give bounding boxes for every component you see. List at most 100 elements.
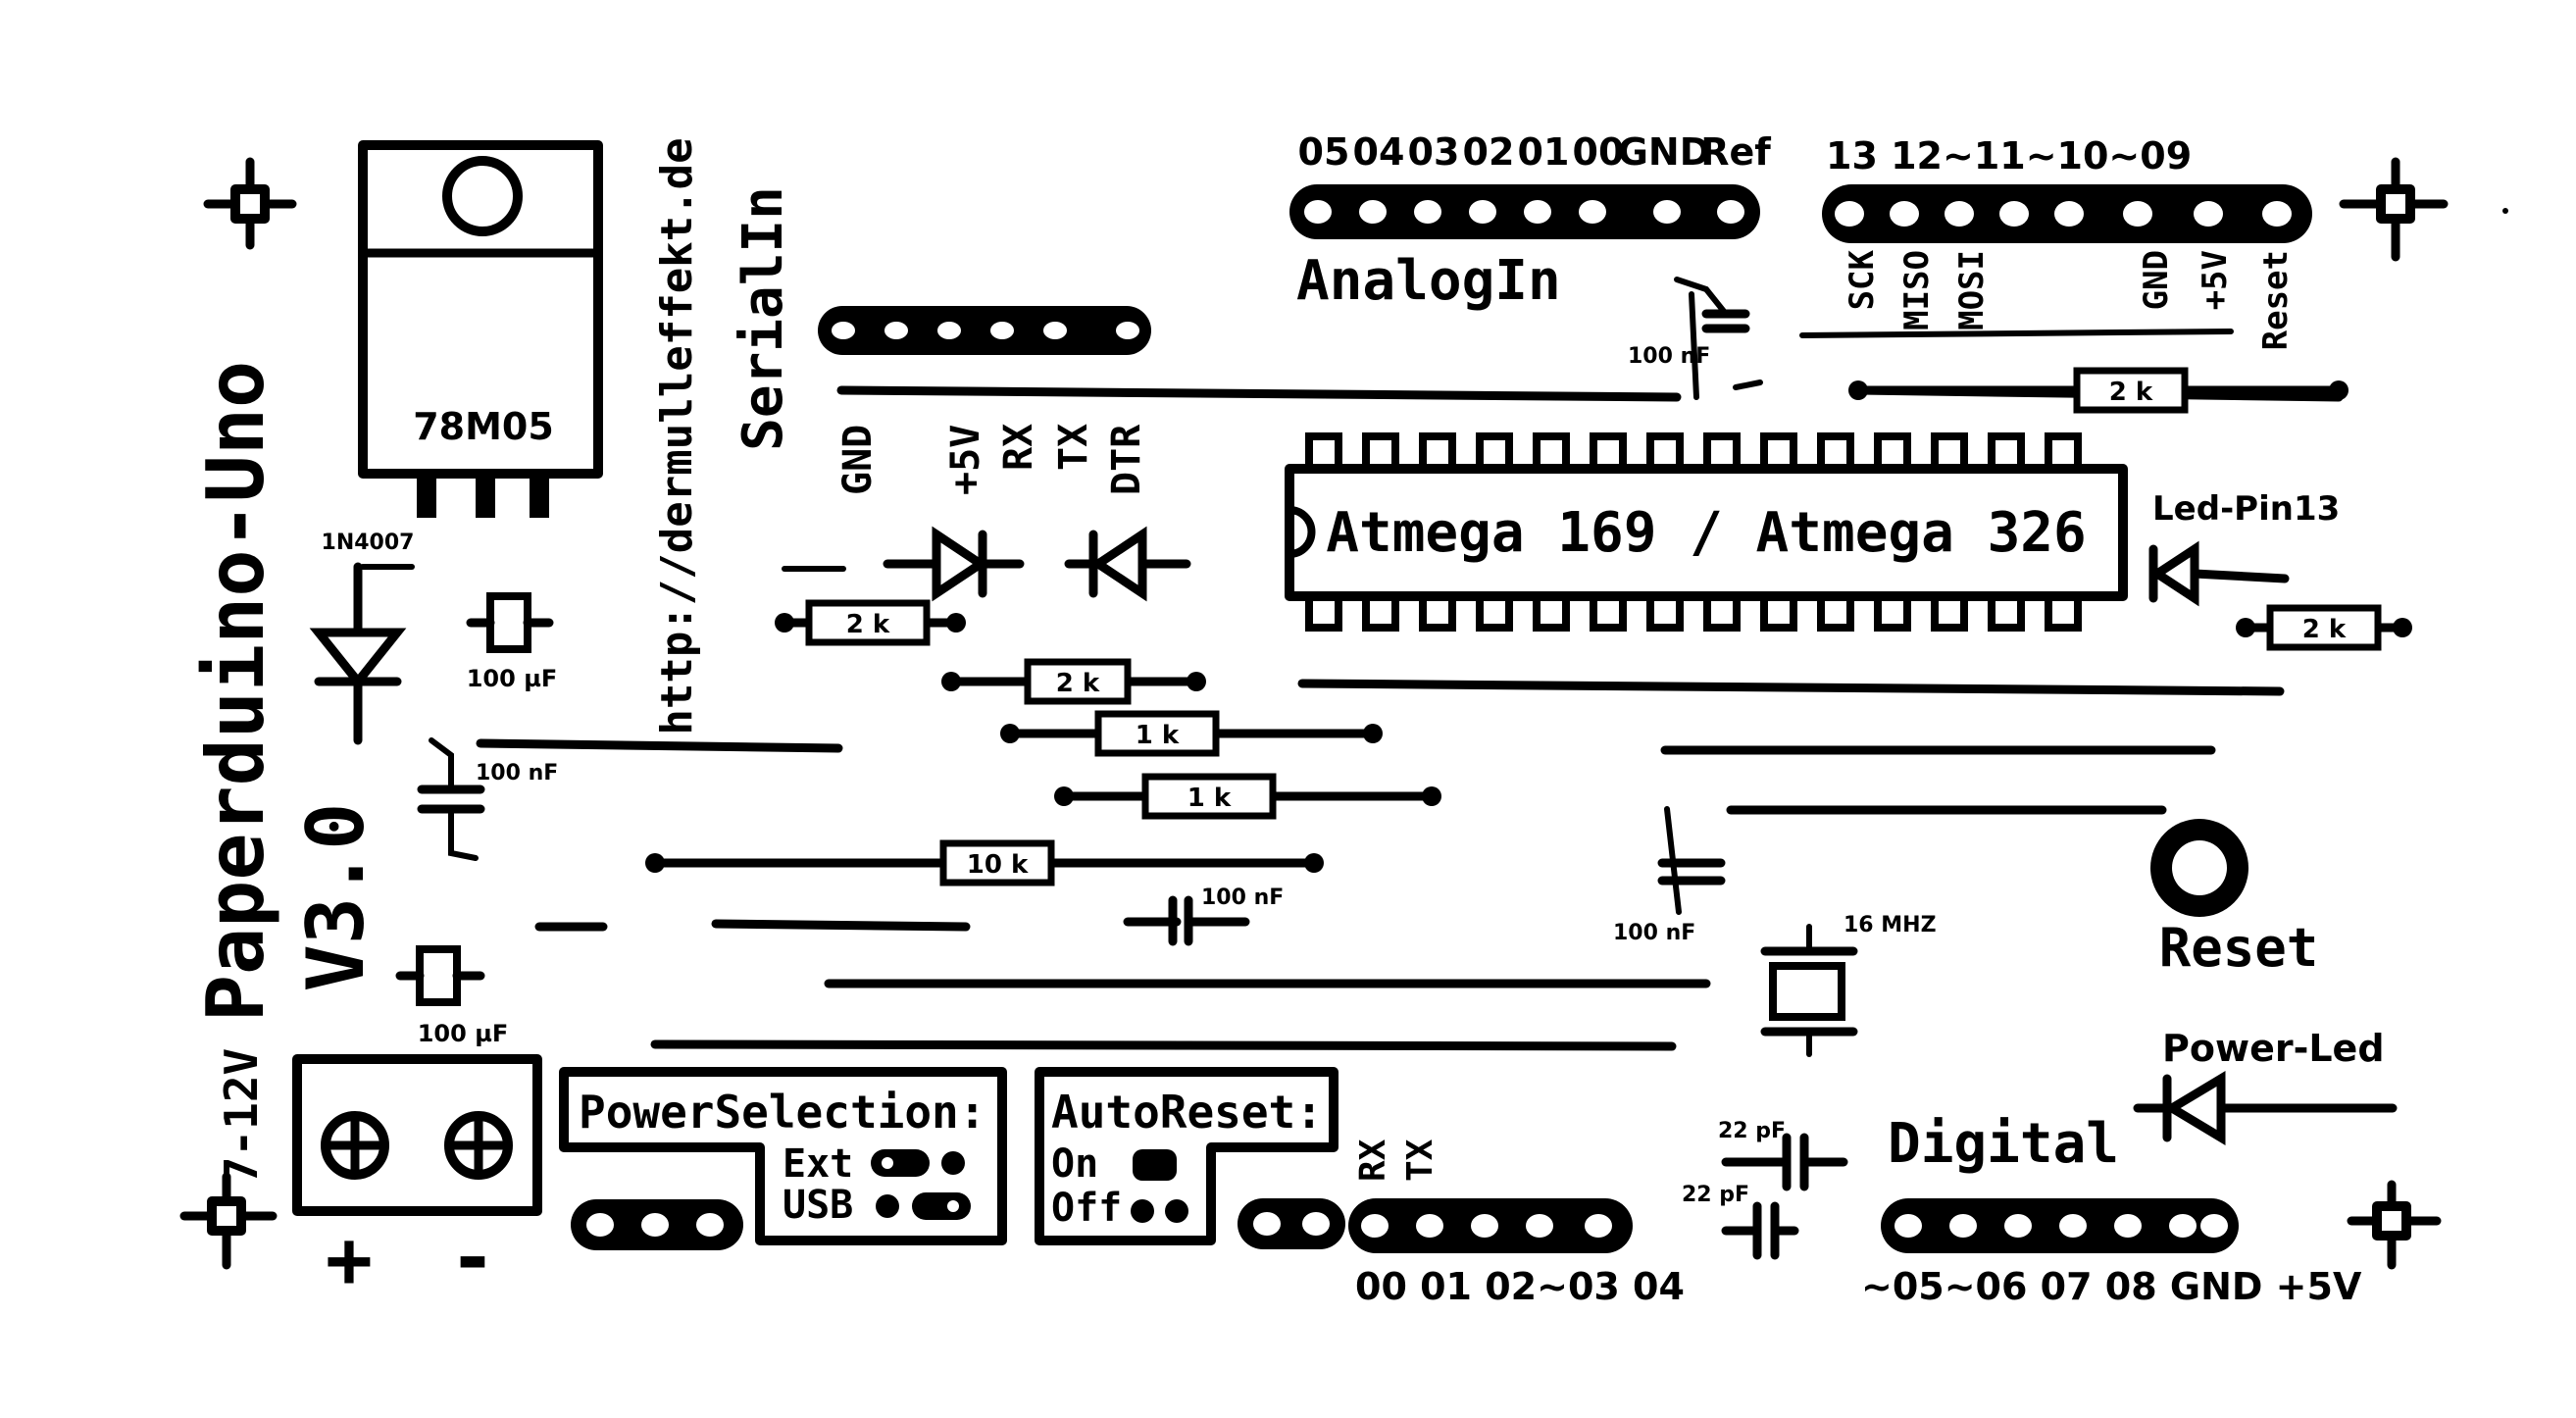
digital-title: Digital	[1888, 1112, 2119, 1176]
digital-left-hole	[1585, 1214, 1612, 1238]
resistor-label: 2 k	[2302, 615, 2347, 644]
circuit-traces	[360, 291, 2344, 1051]
mount-mark-bottom-left	[179, 1172, 278, 1270]
resistor-res-2k-b: 2 k	[941, 658, 1206, 705]
analog-pin-00: 00	[1573, 130, 1625, 174]
icsp-hole	[2194, 201, 2223, 227]
voltage-regulator: 78M05	[358, 140, 603, 518]
icsp-hole	[2054, 201, 2084, 227]
analog-hole	[1653, 200, 1681, 224]
digital-right-pins: ~05~06 07 08 GND +5V	[1861, 1265, 2362, 1308]
digital-left-hole	[1416, 1214, 1443, 1238]
analog-hole	[1524, 200, 1551, 224]
serial-header: GND +5V RX TX DTR	[818, 306, 1151, 495]
digital-right-hole	[2200, 1214, 2228, 1238]
power-selection-jumper[interactable]	[571, 1199, 743, 1250]
resistor-label: 1 k	[1187, 784, 1232, 813]
crystal-label: 16 MHZ	[1844, 913, 1937, 937]
resistor-group: 2 k2 k1 k1 k10 k2 k2 k	[645, 367, 2412, 886]
digital-header-right: Digital ~05~06 07 08 GND +5V	[1861, 1112, 2362, 1308]
power-plus-label: +	[326, 1214, 373, 1305]
analog-hole	[1304, 200, 1332, 224]
cap-100nf-a-label: 100 nF	[476, 761, 558, 785]
serial-hole	[1116, 322, 1139, 339]
reset-label: Reset	[2159, 917, 2319, 979]
analog-hole	[1469, 200, 1496, 224]
serial-hole	[990, 322, 1014, 339]
website-url: http://dermulleffekt.de	[652, 137, 702, 734]
led-pin13-label: Led-Pin13	[2152, 489, 2340, 529]
serial-label-rx: RX	[996, 424, 1041, 471]
digital-right-hole	[1949, 1214, 1977, 1238]
cap-100nf-b-label: 100 nF	[1628, 344, 1710, 369]
regulator-label: 78M05	[413, 405, 554, 448]
serial-hole	[884, 322, 908, 339]
digital-rx-label: RX	[1353, 1139, 1393, 1182]
auto-reset-jumper[interactable]	[1237, 1198, 1345, 1249]
cap-100nf-d-label: 100 nF	[1201, 886, 1284, 910]
resistor-label: 2 k	[2109, 378, 2153, 407]
led-tx	[1064, 526, 1191, 602]
digital-left-hole	[1361, 1214, 1389, 1238]
analog-pin-01: 01	[1518, 130, 1570, 174]
serial-hole	[1043, 322, 1067, 339]
cap-100nf-a: 100 nF	[417, 737, 558, 861]
analog-hole	[1359, 200, 1387, 224]
stray-dot	[2502, 208, 2508, 214]
analog-pin-gnd: GND	[1618, 130, 1711, 174]
icsp-hole	[2123, 201, 2152, 227]
icsp-hole	[1945, 201, 1974, 227]
analog-header: 05 04 03 02 01 00 GND Ref AnalogIn	[1289, 130, 1771, 313]
chip-label: Atmega 169 / Atmega 326	[1326, 501, 2086, 565]
atmega-chip: Atmega 169 / Atmega 326	[1285, 432, 2128, 632]
analog-hole	[1414, 200, 1441, 224]
cap-22pf-a: 22 pF	[1718, 1119, 1848, 1191]
resistor-res-2k-d: 2 k	[2236, 604, 2412, 651]
resistor-res-10k: 10 k	[645, 839, 1324, 886]
led-pin13: Led-Pin13	[2148, 489, 2340, 607]
resistor-label: 2 k	[1056, 669, 1100, 698]
icsp-header: 13 12~11~10~09 SCK MISO MOSI GND +5V Res…	[1822, 134, 2312, 350]
digital-right-hole	[1894, 1214, 1922, 1238]
cap-22pf-b: 22 pF	[1682, 1183, 1799, 1260]
led-rx	[883, 526, 1025, 602]
resistor-res-2k-c: 2 k	[1848, 367, 2349, 414]
serial-label-gnd: GND	[835, 425, 881, 495]
icsp-top-pins: 13 12~11~10~09	[1826, 134, 2192, 177]
cap-100nf-d: 100 nF	[1123, 886, 1284, 946]
icsp-hole	[2262, 201, 2292, 227]
power-led: Power-Led	[2133, 1027, 2398, 1145]
icsp-label-miso: MISO	[1897, 250, 1937, 330]
reset-button[interactable]: Reset	[2150, 819, 2318, 979]
icsp-hole	[1890, 201, 1919, 227]
board-version: V3.0	[290, 803, 381, 992]
auto-reset-off: Off	[1051, 1186, 1122, 1231]
power-selection-box: PowerSelection: Ext USB	[559, 1067, 1007, 1245]
icsp-hole	[1999, 201, 2029, 227]
cap-100uf-a-label: 100 µF	[467, 665, 558, 692]
resistor-res-1k-a: 1 k	[1000, 710, 1383, 757]
analog-title: AnalogIn	[1296, 249, 1561, 313]
serial-label-5v: +5V	[943, 425, 988, 495]
serial-hole	[937, 322, 961, 339]
power-selection-ext: Ext	[783, 1141, 853, 1187]
board-title: Paperduino-Uno	[190, 361, 281, 1022]
diode-1n4007: 1N4007	[309, 531, 414, 745]
serial-label-dtr: DTR	[1104, 424, 1149, 495]
analog-pin-02: 02	[1463, 130, 1515, 174]
cap-100uf-a: 100 µF	[466, 592, 558, 692]
power-led-label: Power-Led	[2162, 1027, 2385, 1070]
cap-100nf-c-label: 100 nF	[1613, 921, 1695, 945]
analog-pin-ref: Ref	[1700, 130, 1771, 174]
mount-mark-bottom-right	[2347, 1180, 2442, 1270]
digital-right-hole	[2114, 1214, 2142, 1238]
digital-right-hole	[2004, 1214, 2032, 1238]
digital-right-hole	[2169, 1214, 2197, 1238]
icsp-label-5v: +5V	[2196, 250, 2235, 310]
resistor-res-1k-b: 1 k	[1054, 773, 1441, 820]
icsp-label-reset: Reset	[2256, 250, 2296, 350]
analog-hole	[1717, 200, 1744, 224]
serial-title: SerialIn	[732, 186, 795, 451]
cap-100nf-c: 100 nF	[1613, 858, 1726, 945]
cap-100uf-b: 100 µF	[395, 945, 508, 1047]
